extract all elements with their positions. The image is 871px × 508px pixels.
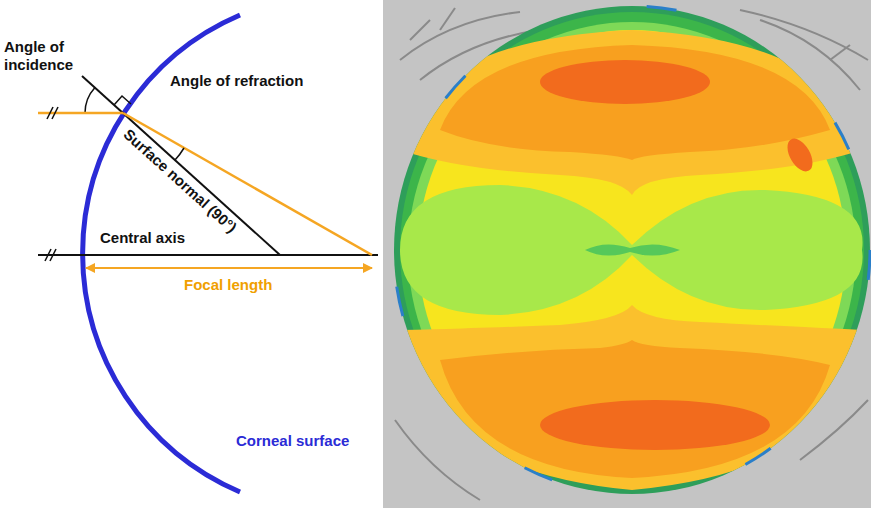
- focal-length-label: Focal length: [184, 276, 272, 294]
- surface-label: Corneal surface: [236, 432, 349, 450]
- incidence-arc: [85, 88, 95, 114]
- normal-label: Surface normal (90°): [120, 125, 241, 236]
- eyelashes: [395, 8, 868, 500]
- angle-label: Angle of incidence: [4, 38, 86, 74]
- angle-label: Angle of refraction: [170, 72, 303, 90]
- right-angle-mark: [114, 96, 131, 105]
- map-edge: [394, 6, 870, 494]
- central-axis-line: [38, 254, 378, 256]
- refraction-arc: [175, 148, 184, 160]
- axis-label: Central axis: [100, 229, 185, 247]
- focal-length-arrow: [86, 267, 372, 269]
- surface-normal-line: [82, 76, 280, 255]
- corneal-topography-map: [390, 0, 871, 508]
- eye-photo: [383, 0, 871, 508]
- break-marks: [45, 107, 58, 261]
